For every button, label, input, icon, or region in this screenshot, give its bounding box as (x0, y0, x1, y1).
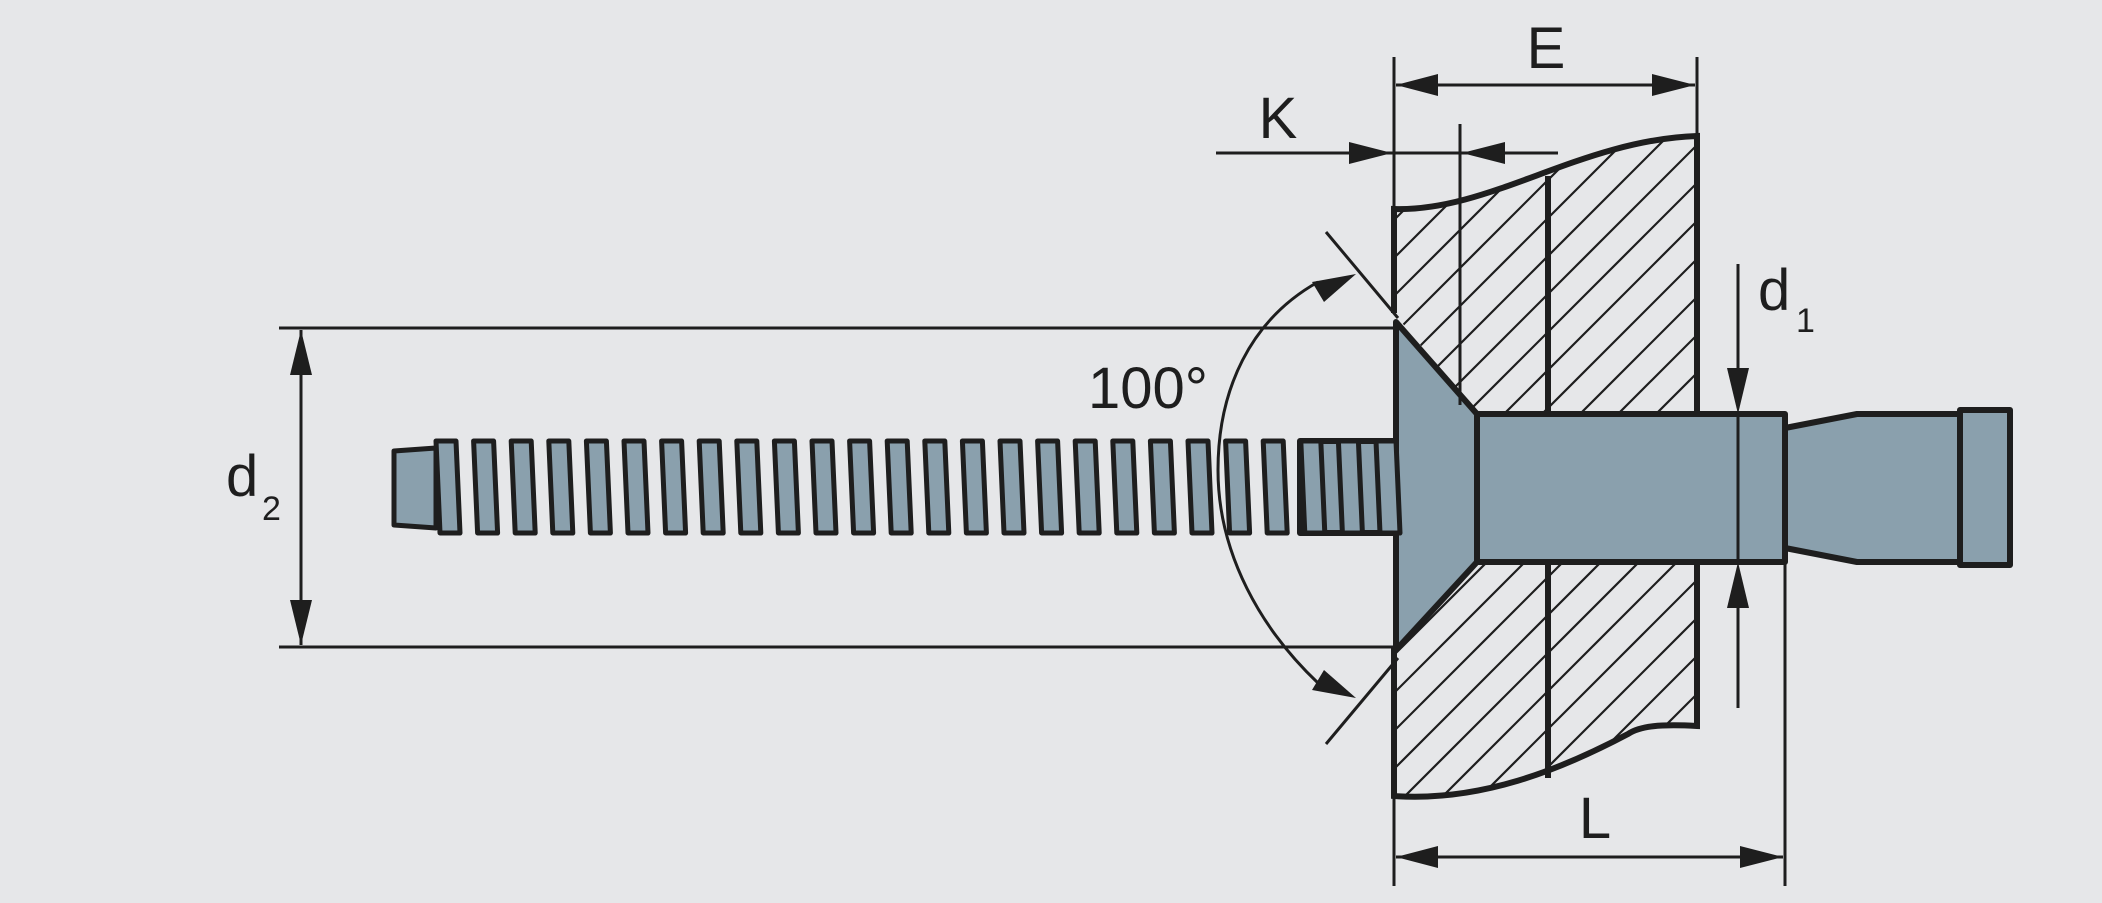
d2-dimension (279, 326, 1394, 649)
thread-flank (830, 440, 838, 534)
hatch-line (1509, 562, 1697, 797)
hatch-line (1471, 562, 1697, 797)
thread-flank (755, 440, 763, 534)
rivet-mandrel-tail (1782, 411, 1963, 565)
thread-flank (1206, 440, 1214, 534)
hatch-line (1776, 555, 2026, 805)
threaded-mandrel (391, 438, 1403, 536)
thread-flank (604, 440, 612, 534)
label-l: L (1579, 786, 1611, 851)
rivet-mandrel-end (1957, 407, 2013, 568)
hatch-line (1814, 555, 2064, 805)
hatch-line (1573, 136, 1697, 412)
label-e: E (1527, 16, 1566, 81)
workpiece-lower (1130, 555, 2064, 805)
e-dimension (1392, 57, 1699, 209)
mandrel-tip (391, 445, 439, 531)
thread-flank (492, 440, 500, 534)
thread-flank (454, 440, 462, 534)
thread-flank (529, 440, 537, 534)
thread-flank (980, 440, 988, 534)
thread-flank (1244, 440, 1252, 534)
hatch-line (1421, 136, 1697, 412)
thread-flank (680, 440, 688, 534)
hatch-line (1535, 136, 1697, 412)
thread-flank (1281, 440, 1289, 534)
l-dimension (1392, 562, 1787, 886)
angle-dimension (1216, 231, 1400, 745)
hatch-line (1394, 562, 1533, 797)
hatch-line (1394, 562, 1495, 797)
thread-flank (792, 440, 800, 534)
label-d2-main: d (226, 444, 258, 509)
thread-flank (1319, 440, 1327, 534)
thread-flank (868, 440, 876, 534)
d1-dimension (1727, 264, 1749, 708)
label-d1-sub: 1 (1796, 302, 1815, 340)
hatch-line (1611, 136, 1697, 412)
label-k: K (1259, 86, 1298, 151)
thread-flank (905, 440, 913, 534)
thread-flank (1356, 440, 1364, 534)
thread-flank (943, 440, 951, 534)
thread-ridge (997, 438, 1027, 536)
hatch-line (1395, 562, 1647, 797)
rivet-body (1297, 319, 2013, 653)
workpiece-upper (1391, 120, 2064, 420)
thread-flank (1131, 440, 1139, 534)
thread-flank (1168, 440, 1176, 534)
hatch-line (1394, 562, 1571, 797)
k-dimension (1216, 124, 1558, 405)
label-angle: 100° (1088, 356, 1208, 421)
hatch-line (1394, 562, 1609, 797)
thread-flank (1093, 440, 1101, 534)
hatch-line (1459, 136, 1697, 412)
hatch-line (1764, 120, 2064, 420)
thread-flank (1394, 440, 1402, 534)
label-d2-sub: 2 (262, 490, 281, 528)
rivet-shank (1474, 411, 1788, 565)
thread-flank (1056, 440, 1064, 534)
label-d1-main: d (1758, 258, 1790, 323)
hatch-line (1738, 555, 1988, 805)
thread-flank (717, 440, 725, 534)
thread-flank (1018, 440, 1026, 534)
hatch-line (1433, 562, 1685, 797)
thread-flank (642, 440, 650, 534)
thread-flank (567, 440, 575, 534)
hatch-line (1130, 555, 1380, 805)
